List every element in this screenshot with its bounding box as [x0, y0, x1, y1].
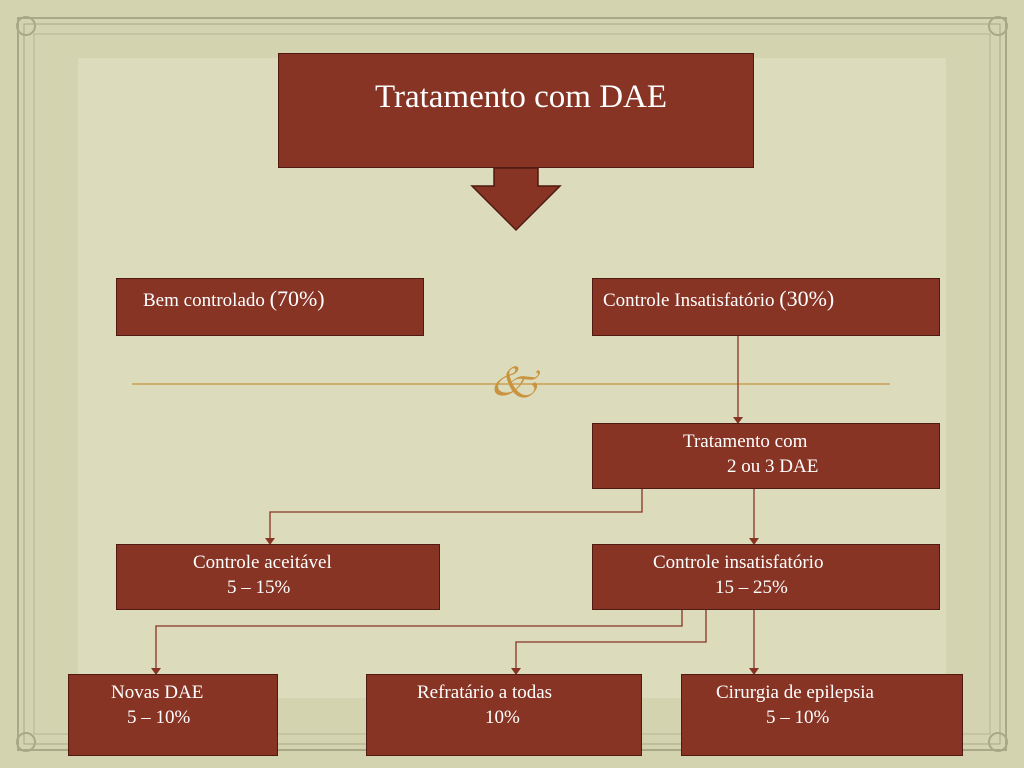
flourish-icon: 🙵	[488, 359, 540, 404]
box-line-1: Novas DAE	[111, 682, 204, 703]
box-controle-insatisfatorio-15: Controle insatisfatório 15 – 25%	[592, 544, 940, 610]
page-title: Tratamento com DAE	[374, 79, 668, 115]
box-line-2: 5 – 10%	[766, 706, 830, 728]
box-line-2: 5 – 10%	[127, 706, 191, 728]
box-controle-insatisfatorio-30: Controle Insatisfatório (30%)	[592, 278, 940, 336]
box-label: Controle Insatisfatório	[603, 290, 775, 311]
box-percent: (70%)	[269, 286, 325, 311]
box-line-1: Tratamento com	[683, 431, 808, 452]
box-line-2: 10%	[485, 706, 520, 728]
box-line-1: Refratário a todas	[417, 682, 553, 703]
box-percent: (30%)	[779, 286, 835, 311]
arrowheads	[151, 417, 759, 675]
box-bem-controlado: Bem controlado (70%)	[116, 278, 424, 336]
corner-ornament-icon	[16, 16, 1008, 752]
title-box: Tratamento com DAE	[278, 53, 754, 168]
box-novas-dae: Novas DAE 5 – 10%	[68, 674, 278, 756]
box-line-2: 5 – 15%	[227, 576, 291, 598]
box-line-2: 15 – 25%	[715, 576, 788, 598]
box-cirurgia: Cirurgia de epilepsia 5 – 10%	[681, 674, 963, 756]
box-line-1: Controle insatisfatório	[653, 552, 824, 573]
box-controle-aceitavel: Controle aceitável 5 – 15%	[116, 544, 440, 610]
box-line-1: Cirurgia de epilepsia	[716, 682, 874, 703]
box-label: Bem controlado	[143, 290, 265, 311]
box-line-1: Controle aceitável	[193, 552, 332, 573]
box-tratamento-2-3-dae: Tratamento com 2 ou 3 DAE	[592, 423, 940, 489]
box-line-2: 2 ou 3 DAE	[727, 455, 819, 477]
down-arrow-icon	[470, 167, 562, 232]
box-refratario: Refratário a todas 10%	[366, 674, 642, 756]
connectors	[155, 336, 755, 670]
